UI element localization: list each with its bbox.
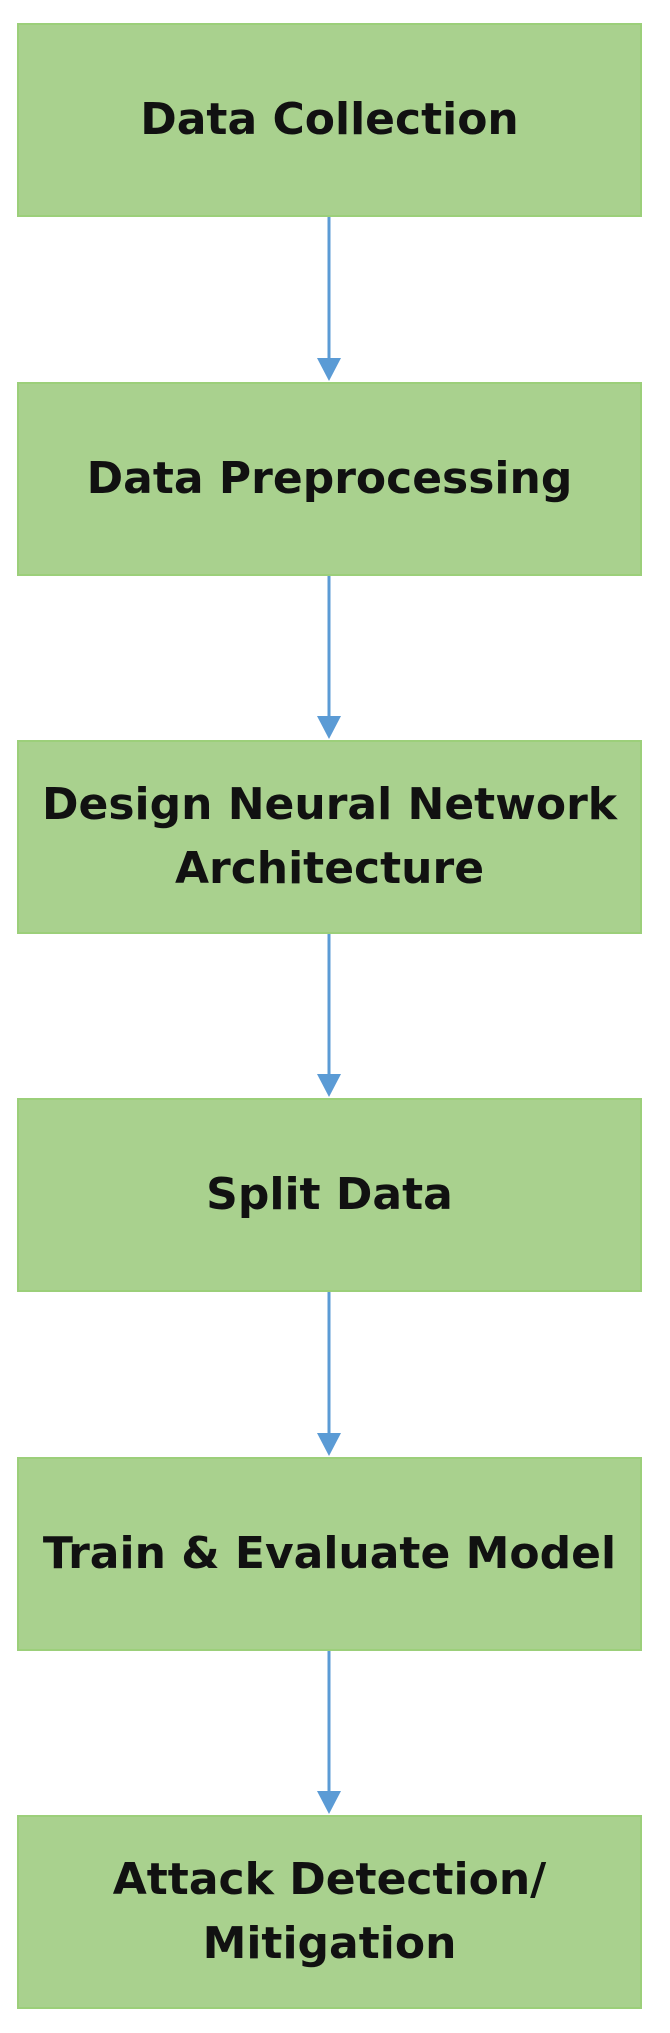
arrow-connector bbox=[317, 576, 341, 739]
step-attack-detection: Attack Detection/ Mitigation bbox=[17, 1815, 642, 2009]
step-label: Data Preprocessing bbox=[86, 453, 573, 504]
step-label: Design Neural Network Architecture bbox=[41, 779, 618, 894]
arrow-connector bbox=[317, 217, 341, 381]
arrow-connector bbox=[317, 1292, 341, 1456]
step-data-preprocessing: Data Preprocessing bbox=[17, 382, 642, 576]
arrow-connector bbox=[317, 934, 341, 1097]
step-label: Data Collection bbox=[140, 94, 519, 145]
step-label: Attack Detection/ Mitigation bbox=[112, 1854, 547, 1969]
step-label: Train & Evaluate Model bbox=[42, 1528, 617, 1579]
step-split-data: Split Data bbox=[17, 1098, 642, 1292]
step-train-evaluate: Train & Evaluate Model bbox=[17, 1457, 642, 1651]
step-label: Split Data bbox=[206, 1169, 453, 1220]
step-design-architecture: Design Neural Network Architecture bbox=[17, 740, 642, 934]
step-data-collection: Data Collection bbox=[17, 23, 642, 217]
arrow-connector bbox=[317, 1651, 341, 1814]
